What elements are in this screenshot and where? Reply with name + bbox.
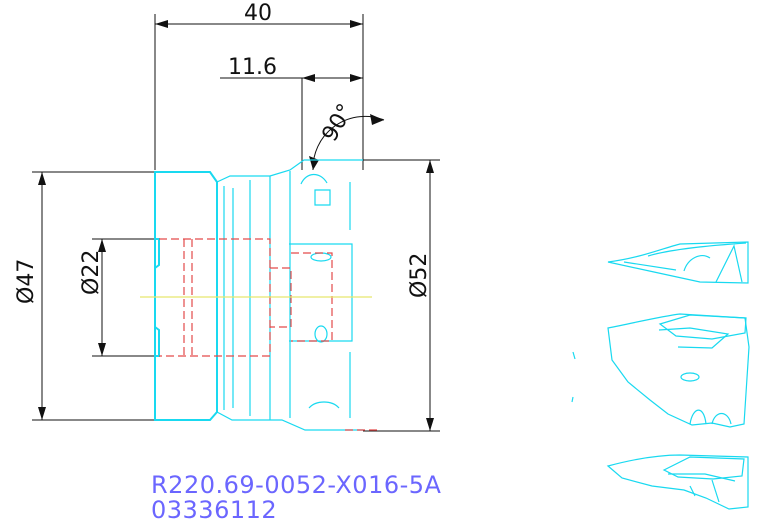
insert-view-middle	[571, 313, 750, 428]
dimension-lines	[32, 14, 440, 432]
diameter-47-text: Ø47	[14, 259, 39, 304]
dimension-40-text: 40	[244, 1, 272, 26]
part-code-text: R220.69-0052-X016-5A	[151, 471, 442, 499]
insert-view-top	[607, 241, 749, 284]
main-part-outline	[154, 159, 363, 431]
diameter-52-text: Ø52	[407, 253, 432, 298]
part-number-text: 03336112	[151, 496, 277, 523]
dimension-11-6-text: 11.6	[228, 55, 277, 80]
insert-view-bottom	[606, 454, 749, 510]
part-labels: R220.69-0052-X016-5A 03336112	[151, 471, 442, 523]
diameter-22-text: Ø22	[79, 250, 104, 295]
angle-90-text: 90°	[318, 100, 359, 146]
dimension-texts: 40 11.6 90° Ø47 Ø22 Ø52	[14, 1, 432, 304]
